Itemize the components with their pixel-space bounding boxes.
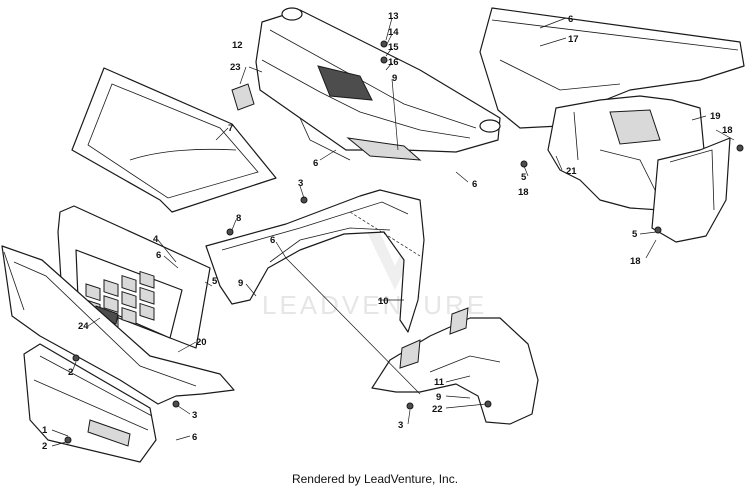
callout-5-right: 5 xyxy=(632,229,638,240)
callout-22: 22 xyxy=(432,404,443,415)
lower-fender xyxy=(371,307,539,425)
footer-credit: Rendered by LeadVenture, Inc. xyxy=(291,472,459,486)
callout-19: 19 xyxy=(710,111,721,122)
right-guard xyxy=(651,137,731,243)
callout-3-fender: 3 xyxy=(398,420,403,431)
callout-18-bottom: 18 xyxy=(630,256,641,267)
callout-6-grille: 6 xyxy=(156,250,161,261)
callout-3-lower: 3 xyxy=(192,410,197,421)
callout-21: 21 xyxy=(566,166,577,177)
callout-1: 1 xyxy=(42,425,48,436)
callout-9-body: 9 xyxy=(238,278,243,289)
leader-lines xyxy=(51,17,735,447)
callout-9-fender: 9 xyxy=(436,392,441,403)
callout-labels: 13 14 15 16 9 12 23 7 6 6 6 17 19 18 5 1… xyxy=(42,11,733,452)
callout-18-mid: 18 xyxy=(518,187,529,198)
callout-13: 13 xyxy=(388,11,399,22)
hood-panel xyxy=(71,67,277,213)
callout-23: 23 xyxy=(230,62,241,73)
fasteners xyxy=(64,40,744,444)
bracket-23 xyxy=(231,83,255,111)
callout-6-rear: 6 xyxy=(568,14,573,25)
body-center-panel xyxy=(205,189,425,333)
callout-16: 16 xyxy=(388,57,399,68)
callout-2-lower: 2 xyxy=(42,441,47,452)
callout-17: 17 xyxy=(568,34,579,45)
callout-15: 15 xyxy=(388,42,399,53)
grille-assembly xyxy=(57,205,211,349)
front-fascia xyxy=(1,245,235,405)
callout-12: 12 xyxy=(232,40,243,51)
skid-plate xyxy=(23,343,157,463)
rear-upper-panel xyxy=(479,7,745,129)
callout-18-top: 18 xyxy=(722,125,733,136)
callout-7: 7 xyxy=(228,123,233,134)
callout-5-mid: 5 xyxy=(521,172,527,183)
callout-24: 24 xyxy=(78,321,89,332)
callout-3-top: 3 xyxy=(298,178,303,189)
callout-2-upper: 2 xyxy=(68,367,73,378)
callout-14: 14 xyxy=(388,27,399,38)
callout-9-top: 9 xyxy=(392,73,397,84)
callout-11: 11 xyxy=(434,377,445,388)
callout-8: 8 xyxy=(236,213,241,224)
callout-6-dash-right: 6 xyxy=(472,179,477,190)
dash-upper-panel xyxy=(255,7,501,161)
callout-4: 4 xyxy=(153,234,159,245)
callout-6-dash: 6 xyxy=(313,158,318,169)
callout-6-body: 6 xyxy=(270,235,275,246)
callout-20: 20 xyxy=(196,337,207,348)
watermark-text: LEADVENTURE xyxy=(262,290,487,320)
callout-10: 10 xyxy=(378,296,389,307)
callout-5-grille: 5 xyxy=(212,276,218,287)
callout-6-lower: 6 xyxy=(192,432,197,443)
